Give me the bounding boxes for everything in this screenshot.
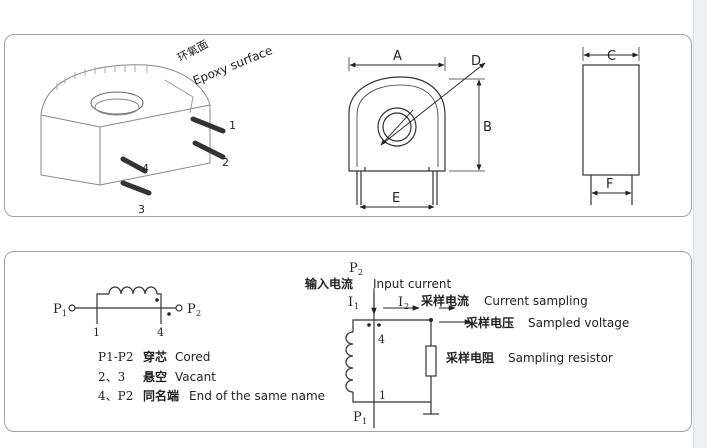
p1-subscript: 1 — [62, 309, 67, 318]
p1-label: P — [53, 302, 62, 317]
sampled-voltage-en: Sampled voltage — [528, 316, 629, 330]
pin-label-3: 3 — [138, 203, 145, 216]
wiring-diagram: P 1 P 2 1 4 P1-P2 穿芯 Cored 2、3 悬空 Vacant… — [53, 261, 629, 428]
pin-legend: P1-P2 穿芯 Cored 2、3 悬空 Vacant 4、P2 同名端 En… — [98, 349, 325, 403]
i1-label: I — [348, 295, 353, 310]
legend-en-3: End of the same name — [189, 389, 325, 403]
circuit-p2-label: P — [349, 261, 358, 276]
sampling-resistor-cn: 采样电阻 — [445, 350, 494, 365]
dimension-drawing: 1 2 3 4 环氧面 Epoxy surface A B D E — [40, 37, 640, 216]
p2-label: P — [187, 302, 196, 317]
legend-key-2: 2、3 — [98, 370, 125, 384]
wiring-diagram-panel: P 1 P 2 1 4 P1-P2 穿芯 Cored 2、3 悬空 Vacant… — [4, 251, 692, 432]
p2-subscript: 2 — [196, 309, 201, 318]
dim-f: F — [606, 177, 613, 192]
legend-en-2: Vacant — [175, 370, 216, 384]
dimension-drawing-panel: 1 2 3 4 环氧面 Epoxy surface A B D E — [4, 34, 692, 217]
legend-cn-3: 同名端 — [143, 388, 179, 403]
legend-cn-1: 穿芯 — [143, 349, 167, 364]
legend-key-1: P1-P2 — [98, 350, 133, 364]
current-sampling-en: Current sampling — [484, 294, 588, 308]
dim-c: C — [607, 49, 616, 64]
i2-label: I — [398, 295, 403, 310]
current-sampling-cn: 采样电流 — [420, 293, 469, 308]
circuit-pin-4: 4 — [378, 333, 385, 346]
legend-cn-2: 悬空 — [142, 369, 167, 384]
dim-e: E — [392, 191, 400, 206]
front-view — [348, 57, 485, 205]
vertical-scrollbar[interactable] — [693, 0, 707, 448]
side-view — [582, 47, 640, 205]
input-current-cn: 输入电流 — [305, 276, 353, 291]
input-current-en: Input current — [373, 277, 451, 291]
legend-en-1: Cored — [175, 350, 210, 364]
dim-d: D — [471, 54, 481, 69]
pin-label-4: 4 — [142, 162, 149, 175]
dim-a: A — [393, 49, 402, 64]
i2-subscript: 2 — [404, 302, 409, 311]
transformer-3d-view — [40, 64, 226, 196]
pin-label-1: 1 — [229, 119, 236, 132]
schematic-pin-1: 1 — [93, 326, 100, 339]
transformer-symbol — [68, 286, 183, 324]
circuit-p1-label: P — [353, 410, 362, 425]
sampled-voltage-cn: 采样电压 — [465, 315, 514, 330]
pin-label-2: 2 — [222, 156, 229, 169]
circuit-pin-1: 1 — [379, 389, 386, 402]
circuit-p1-subscript: 1 — [362, 417, 367, 426]
i1-subscript: 1 — [354, 302, 359, 311]
circuit-p2-subscript: 2 — [358, 268, 363, 277]
legend-key-3: 4、P2 — [98, 389, 133, 403]
epoxy-surface-cn: 环氧面 — [175, 37, 211, 65]
sampling-resistor-en: Sampling resistor — [508, 351, 613, 365]
schematic-pin-4: 4 — [157, 326, 164, 339]
dim-b: B — [483, 120, 492, 135]
sampling-circuit — [345, 292, 439, 428]
